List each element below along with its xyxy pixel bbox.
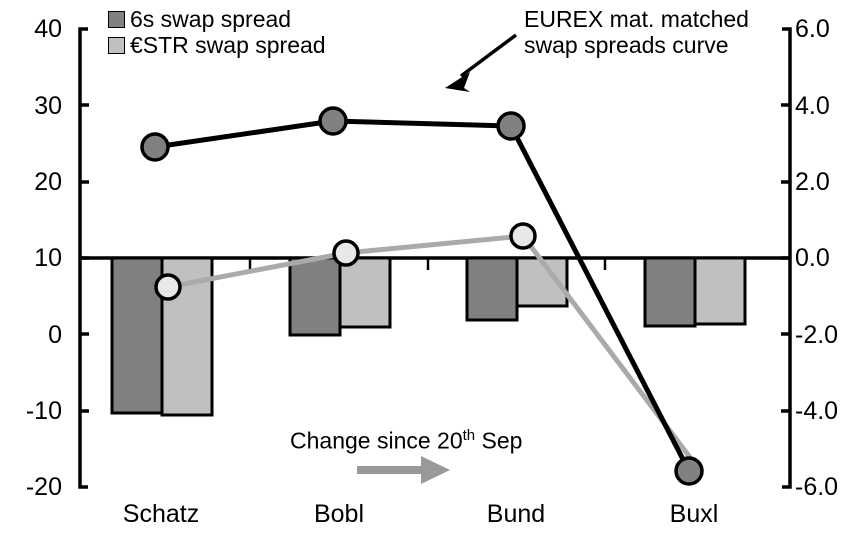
marker-eurex-buxl xyxy=(674,456,704,486)
right-tick-neg2: -2.0 xyxy=(795,321,839,349)
right-tick-2: 2.0 xyxy=(795,168,830,196)
right-tick-neg4: -4.0 xyxy=(795,397,839,425)
category-label-bobl: Bobl xyxy=(313,500,365,528)
bars-6s-swap-spread xyxy=(110,256,697,415)
right-tick-neg6: -6.0 xyxy=(795,473,839,501)
legend-item-estr: €STR swap spread xyxy=(108,34,326,57)
marker-eurex-schatz xyxy=(140,132,170,162)
left-tick-30: 30 xyxy=(34,92,62,120)
right-tick-0: 0.0 xyxy=(795,244,830,272)
category-ticks xyxy=(248,258,607,270)
left-tick-neg20: -20 xyxy=(25,473,62,501)
legend-label-estr: €STR swap spread xyxy=(130,32,326,58)
legend-swatch-estr xyxy=(108,37,125,54)
bar-estr-buxl xyxy=(693,256,747,326)
eurex-curve-annotation: EUREX mat. matched swap spreads curve xyxy=(524,6,749,59)
eurex-annotation-line-1: EUREX mat. matched xyxy=(524,6,749,32)
marker-change-bobl xyxy=(332,239,360,267)
bar-6s-buxl xyxy=(643,256,697,328)
chart-legend: 6s swap spread €STR swap spread xyxy=(108,8,326,57)
change-since-ordinal: th xyxy=(462,427,476,444)
marker-eurex-bobl xyxy=(318,106,348,136)
eurex-swap-spreads-line xyxy=(154,118,692,473)
category-label-schatz: Schatz xyxy=(122,500,200,528)
legend-item-6s: 6s swap spread xyxy=(108,8,326,31)
left-tick-10: 10 xyxy=(34,244,62,272)
eurex-markers xyxy=(140,106,704,486)
change-since-line xyxy=(167,233,703,474)
change-since-month: Sep xyxy=(475,427,523,454)
change-since-annotation: Change since 20th Sep xyxy=(290,428,522,453)
category-label-buxl: Buxl xyxy=(669,500,719,528)
category-label-bund: Bund xyxy=(486,500,546,528)
legend-label-6s: 6s swap spread xyxy=(130,6,292,32)
bar-6s-bobl xyxy=(288,256,342,337)
left-tick-neg10: -10 xyxy=(25,397,62,425)
left-tick-40: 40 xyxy=(34,15,62,43)
change-since-arrow-icon xyxy=(357,456,450,484)
right-tick-4: 4.0 xyxy=(795,92,830,120)
eurex-annotation-line-2: swap spreads curve xyxy=(524,31,729,58)
marker-change-bund xyxy=(509,222,537,250)
change-since-text: Change since 20 xyxy=(290,427,463,454)
right-tick-6: 6.0 xyxy=(795,15,830,43)
eurex-annotation-arrow-icon xyxy=(445,33,518,92)
marker-change-schatz xyxy=(154,273,182,301)
change-since-markers xyxy=(154,222,537,301)
bar-6s-bund xyxy=(465,256,519,322)
bar-6s-schatz xyxy=(110,256,164,415)
legend-swatch-6s xyxy=(108,11,125,28)
left-tick-20: 20 xyxy=(34,168,62,196)
left-tick-0: 0 xyxy=(48,321,62,349)
bar-estr-bobl xyxy=(338,256,392,329)
marker-eurex-bund xyxy=(496,111,526,141)
